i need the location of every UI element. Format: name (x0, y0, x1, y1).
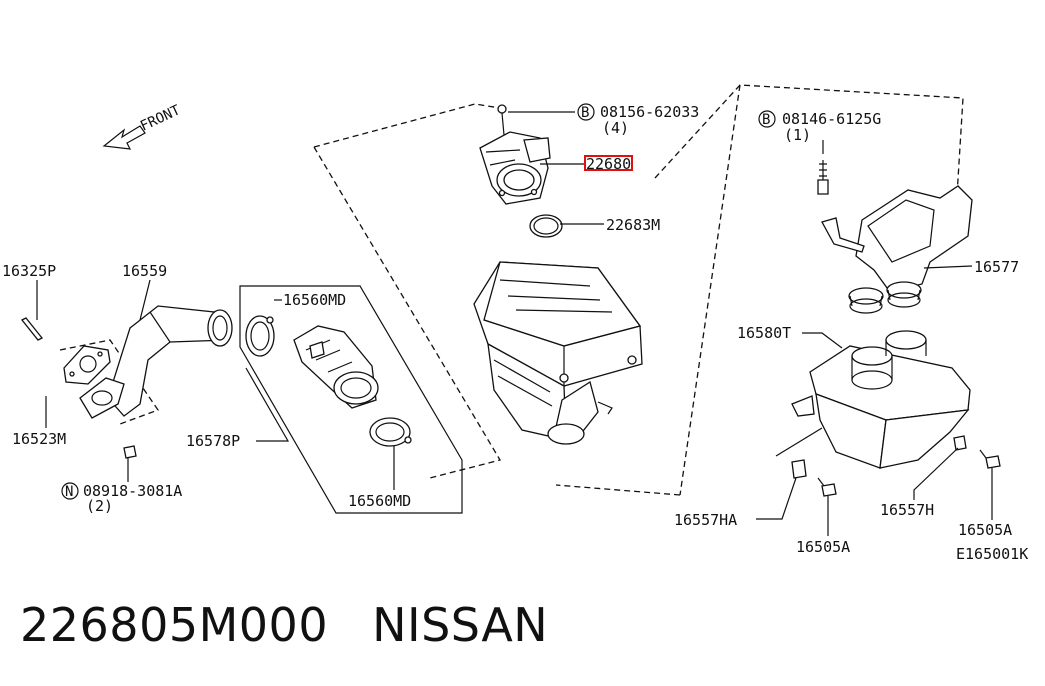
gasket-icon (63, 345, 111, 385)
nut-icon-left (123, 445, 137, 459)
air-duct-hose (293, 325, 379, 409)
bolt-marker-icon-2 (758, 110, 776, 128)
diagram-code: E165001K (956, 545, 1028, 563)
grommet-icon-right (953, 435, 967, 451)
air-cleaner-group-boundary-right (679, 84, 741, 496)
highlight-box (584, 155, 633, 171)
label-16523M: 16523M (12, 430, 66, 448)
leader-lines (36, 111, 993, 536)
label-16580T: 16580T (737, 324, 791, 342)
duct-group-boundary (239, 285, 463, 514)
air-cleaner-box (473, 261, 643, 445)
mass-air-flow-sensor (479, 131, 551, 205)
clamp-icon (245, 315, 275, 357)
nut-marker-icon (61, 482, 79, 500)
label-08146-6125G: 08146-6125G (782, 110, 881, 128)
footer-brand: NISSAN (372, 598, 549, 652)
pin-icon (20, 317, 44, 341)
label-08156-62033: 08156-62033 (600, 103, 699, 121)
label-16505A-left: 16505A (796, 538, 850, 556)
label-16578P: 16578P (186, 432, 240, 450)
footer-part-number: 226805M000 (20, 598, 329, 652)
label-16505A-right: 16505A (958, 521, 1012, 539)
label-16557HA: 16557HA (674, 511, 737, 529)
air-inlet-pipe (107, 305, 233, 417)
label-16557H: 16557H (880, 501, 934, 519)
screw-icon (497, 104, 507, 136)
bolt-marker-b2: B (762, 112, 770, 128)
grommet-icon (791, 459, 807, 479)
footer-caption: 226805M000 NISSAN (20, 598, 548, 652)
nut-icon (817, 477, 837, 497)
nut-icon-right (979, 449, 1001, 469)
label-16325P: 16325P (2, 262, 56, 280)
label-08918-qty: (2) (86, 497, 113, 515)
resonator-box (791, 330, 971, 469)
label-08918-3081A: 08918-3081A (83, 482, 182, 500)
air-duct-resonator (821, 185, 973, 314)
label-08156-qty: (4) (602, 119, 629, 137)
label-08146-qty: (1) (784, 126, 811, 144)
label-16560MD-top: 16560MD (283, 291, 346, 309)
label-22683M: 22683M (606, 216, 660, 234)
label-16560MD-bottom: 16560MD (348, 492, 411, 510)
nut-marker-n1: N (65, 484, 73, 500)
front-arrow-icon (102, 125, 146, 150)
bolt-marker-icon (577, 103, 595, 121)
front-label: FRONT (138, 102, 183, 135)
flange-icon (79, 377, 125, 419)
bolt-marker-b1: B (581, 105, 589, 121)
clamp-icon-bottom (369, 417, 412, 447)
label-16559: 16559 (122, 262, 167, 280)
bolt-icon (817, 160, 829, 195)
label-22680: 22680 (586, 155, 631, 173)
label-16577: 16577 (974, 258, 1019, 276)
